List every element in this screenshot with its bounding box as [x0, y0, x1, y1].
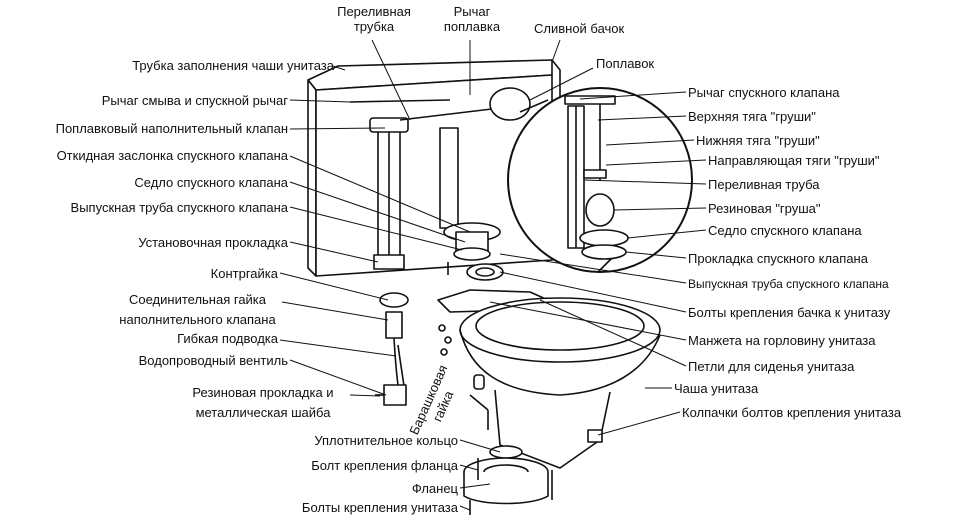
label-flapper: Откидная заслонка спускного клапана [56, 148, 288, 163]
label-outlet-pipe-right: Выпускная труба спускного клапана [688, 277, 889, 291]
label-rubber-bulb: Резиновая "груша" [708, 201, 821, 216]
label-overflow-tube: Переливная трубка [337, 4, 411, 34]
label-flange-bolt: Болт крепления фланца [311, 458, 458, 473]
label-drain-lever: Рычаг спускного клапана [688, 85, 840, 100]
bowl-drawing [437, 289, 661, 469]
label-bowl: Чаша унитаза [674, 381, 759, 396]
label-tank-bolts: Болты крепления бачка к унитазу [688, 305, 891, 320]
label-bowl-cuff: Манжета на горловину унитаза [688, 333, 876, 348]
label-rod-guide: Направляющая тяги "груши" [708, 153, 880, 168]
label-bowl-fill-tube: Трубка заполнения чаши унитаза [132, 58, 334, 73]
label-fill-valve: Поплавковый наполнительный клапан [55, 121, 288, 136]
label-float-arm: Рычаг поплавка [443, 4, 501, 34]
tank-bolt-parts-drawing [438, 262, 504, 356]
label-flange: Фланец [411, 481, 458, 496]
label-overflow-pipe: Переливная труба [708, 177, 820, 192]
label-rubber-gasket: Резиновая прокладка и металлическая шайб… [192, 385, 334, 420]
label-floor-bolts: Болты крепления унитаза [301, 500, 458, 515]
label-outlet-pipe: Выпускная труба спускного клапана [70, 200, 288, 215]
label-lower-rod: Нижняя тяга "груши" [696, 133, 820, 148]
label-seat-hinges: Петли для сиденья унитаза [688, 359, 855, 374]
label-flex-hose: Гибкая подводка [177, 331, 278, 346]
supply-parts-drawing [375, 292, 409, 406]
label-float: Поплавок [596, 56, 655, 71]
flange-drawing [463, 445, 553, 515]
label-flush-lever: Рычаг смыва и спускной рычаг [101, 93, 288, 108]
label-coupling-nut: Соединительная гайка наполнительного кла… [119, 292, 276, 327]
zoom-circle-drawing [507, 87, 693, 273]
label-valve-seat: Седло спускного клапана [134, 175, 288, 190]
label-valve-gasket: Прокладка спускного клапана [688, 251, 868, 266]
label-mount-gasket: Установочная прокладка [138, 235, 288, 250]
label-bolt-caps: Колпачки болтов крепления унитаза [682, 405, 902, 420]
flush-valve-drawing [349, 99, 501, 261]
label-upper-rod: Верхняя тяга "груши" [688, 109, 816, 124]
leader-lines [279, 39, 707, 511]
label-locknut: Контргайка [210, 266, 278, 281]
label-valve-seat-right: Седло спускного клапана [708, 223, 862, 238]
label-seal-ring: Уплотнительное кольцо [314, 433, 458, 448]
label-tank: Сливной бачок [534, 21, 625, 36]
label-water-valve: Водопроводный вентиль [138, 353, 288, 368]
